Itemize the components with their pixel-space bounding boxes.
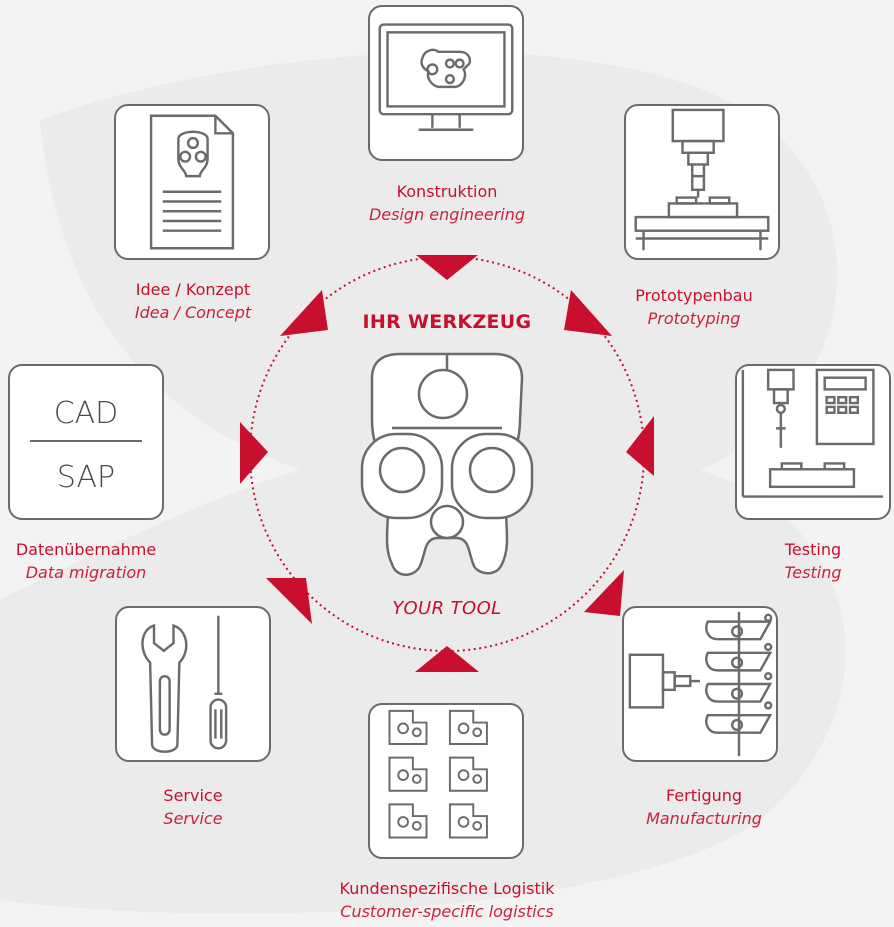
card-testing xyxy=(735,364,891,520)
monitor-tool-icon xyxy=(378,23,514,131)
cad-text: CAD xyxy=(53,396,119,431)
wrench-screwdriver-icon xyxy=(141,615,228,753)
step-subtitle: Manufacturing xyxy=(646,809,762,828)
manufacturing-icon xyxy=(628,611,773,757)
step-title: Prototypenbau xyxy=(635,286,753,305)
label-datenuebernahme: Datenübernahme Data migration xyxy=(0,538,206,584)
step-subtitle: Prototyping xyxy=(647,309,741,328)
central-tool-icon xyxy=(360,352,534,576)
card-konstruktion xyxy=(368,5,524,161)
label-fertigung: Fertigung Manufacturing xyxy=(584,784,824,830)
step-title: Service xyxy=(163,786,223,805)
label-prototypenbau: Prototypenbau Prototyping xyxy=(574,284,814,330)
step-title: Datenübernahme xyxy=(15,540,157,559)
label-konstruktion: Konstruktion Design engineering xyxy=(327,180,567,226)
arrow-top xyxy=(416,255,478,280)
card-fertigung xyxy=(622,606,778,762)
card-idee-konzept xyxy=(114,104,270,260)
step-subtitle: Data migration xyxy=(25,563,147,582)
arrow-right xyxy=(626,416,654,476)
label-testing: Testing Testing xyxy=(693,538,894,584)
step-title: Testing xyxy=(784,540,842,559)
cad-divider xyxy=(30,440,142,442)
arrow-bottom xyxy=(415,646,479,672)
step-subtitle: Design engineering xyxy=(368,205,526,224)
document-icon xyxy=(149,114,235,250)
milling-machine-icon xyxy=(634,108,770,251)
label-service: Service Service xyxy=(73,784,313,830)
card-logistik xyxy=(368,703,524,859)
label-idee-konzept: Idee / Konzept Idea / Concept xyxy=(73,278,313,324)
test-machine-icon xyxy=(741,368,884,498)
step-title: Kundenspezifische Logistik xyxy=(339,879,555,898)
arrow-top-right xyxy=(564,290,612,336)
center-subtitle: YOUR TOOL xyxy=(392,598,502,619)
step-title: Fertigung xyxy=(665,786,743,805)
step-subtitle: Idea / Concept xyxy=(134,303,252,322)
arrow-top-left xyxy=(280,290,328,336)
label-logistik: Kundenspezifische Logistik Customer-spec… xyxy=(327,877,567,923)
card-prototypenbau xyxy=(624,104,780,260)
card-datenuebernahme: CAD SAP xyxy=(8,364,164,520)
step-subtitle: Service xyxy=(163,809,223,828)
center-title: IHR WERKZEUG xyxy=(362,311,532,333)
arrow-left xyxy=(240,422,268,484)
card-service xyxy=(115,606,271,762)
arrow-bottom-right xyxy=(584,570,624,616)
step-subtitle: Customer-specific logistics xyxy=(340,902,554,921)
step-title: Konstruktion xyxy=(396,182,498,201)
arrow-bottom-left xyxy=(266,578,312,624)
logistics-icon xyxy=(388,709,488,839)
step-title: Idee / Konzept xyxy=(135,280,251,299)
step-subtitle: Testing xyxy=(784,563,842,582)
sap-text: SAP xyxy=(56,460,116,495)
